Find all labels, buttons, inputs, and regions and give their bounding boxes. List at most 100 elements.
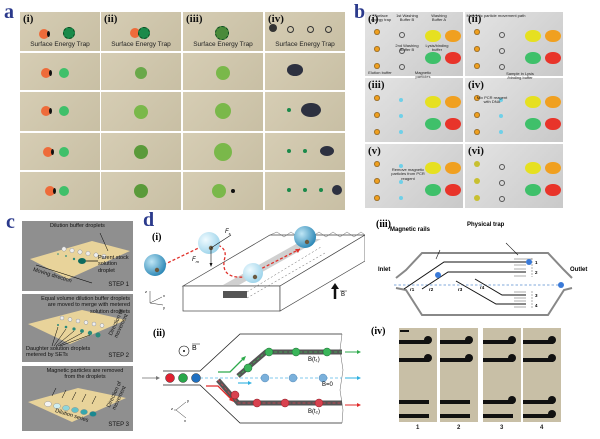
panel-letter-c: c [6, 211, 15, 233]
roman-label: (ii) [104, 13, 118, 25]
droplet [134, 184, 148, 198]
pcr-reagent-droplet [474, 46, 480, 52]
magnetic-rail [523, 400, 553, 404]
frame-number: 3 [500, 425, 504, 431]
droplet [319, 188, 323, 192]
droplet [138, 27, 150, 39]
micrograph-frame [399, 328, 437, 422]
roman-label: (iv) [371, 326, 386, 337]
blue-droplets [260, 373, 328, 383]
particle-sphere [294, 226, 316, 248]
droplet [301, 103, 321, 117]
buffer-droplet [545, 183, 561, 197]
trapped-particle [548, 354, 556, 362]
buffer-droplet [445, 183, 461, 197]
pcr-reagent-droplet [374, 161, 380, 167]
pcr-reagent-droplet [474, 129, 480, 135]
b-field-label: B [341, 292, 346, 298]
trap-spot [399, 196, 403, 200]
particle-sphere [198, 232, 220, 254]
axis-y: y [187, 398, 189, 403]
droplet [39, 29, 49, 39]
panel-d-ii: (ii) B [140, 320, 370, 439]
merge-description: Equal volume dilution buffer droplets ar… [41, 296, 130, 315]
buffer-droplet [445, 117, 461, 131]
buffer-droplet [425, 117, 441, 131]
trap-spot [399, 32, 405, 38]
step-1-frame: Dilution buffer droplets Parent stock so… [22, 221, 133, 291]
step-3-frame: Magnetic particles are removed from the … [22, 366, 133, 431]
pcr-reagent-droplet [474, 29, 480, 35]
panel-a-tile [265, 172, 345, 210]
pcr-reagent-droplet [374, 95, 380, 101]
pcr-reagent-droplet [474, 178, 480, 184]
magnetic-rail [440, 400, 470, 404]
trapped-particle [548, 410, 556, 418]
pcr-reagent-droplet [374, 129, 380, 135]
magnetic-particle [47, 31, 50, 37]
droplet [43, 147, 53, 157]
trap-spot [499, 130, 503, 134]
trapped-particle [548, 396, 556, 404]
panel-a-tile: (iii)Surface Energy Trap [183, 12, 263, 51]
roman-label: (vi) [468, 145, 484, 157]
droplet [303, 149, 307, 153]
panel-a-tile [20, 133, 100, 170]
roman-label: (iii) [368, 79, 385, 91]
buffer-droplet [425, 161, 441, 175]
trap-spot [499, 196, 505, 202]
particle-sphere [243, 263, 263, 283]
physical-traps [514, 258, 533, 308]
droplet [286, 64, 304, 76]
trap-spot [499, 32, 505, 38]
parent-stock-droplet [78, 258, 86, 264]
annotation-label: Lysis/binding buffer [425, 43, 449, 53]
pcr-reagent-droplet [374, 112, 380, 118]
magnetic-particle [51, 149, 54, 155]
trap-spot [499, 48, 505, 54]
roman-label: (iv) [268, 13, 284, 25]
buffer-droplet [525, 51, 541, 65]
roman-label: (ii) [153, 328, 166, 339]
trapped-particle [548, 336, 556, 344]
trap-spot [399, 130, 403, 134]
slab-side [279, 234, 365, 312]
annotation-label: Remove magnetic particles from PCR reage… [391, 167, 425, 181]
droplet [215, 103, 231, 119]
magnetic-rail [440, 414, 470, 418]
buffer-droplet [545, 95, 561, 109]
rail-label-r4: r4 [480, 285, 485, 290]
panel-b-tile: (i) [365, 12, 463, 76]
droplet [59, 68, 69, 78]
panel-a-tile [183, 53, 263, 90]
micrograph-frame [440, 328, 478, 422]
magnetic-rail [523, 358, 553, 362]
fs-vector [210, 234, 232, 249]
trap-spot [499, 114, 503, 118]
magnetic-rails [403, 261, 526, 305]
pcr-reagent-droplet [474, 195, 480, 201]
frame-number: 4 [540, 425, 544, 431]
buffer-droplet [445, 29, 461, 43]
droplet [216, 66, 230, 80]
axis-z: z [171, 406, 173, 411]
trap-spot [399, 164, 403, 168]
pcr-reagent-droplet [374, 178, 380, 184]
buffer-droplet [525, 183, 541, 197]
axis-x: x [184, 418, 186, 423]
red-droplets [230, 390, 324, 408]
trapped-particle [508, 336, 516, 344]
trap-spot [399, 98, 403, 102]
magnetic-rail [483, 400, 513, 404]
panel-a-tile: (iv)Surface Energy Trap [265, 12, 345, 51]
droplet [59, 147, 69, 157]
frame-number: 2 [457, 425, 461, 431]
droplet [130, 28, 140, 38]
panel-a-tile [183, 133, 263, 170]
pcr-reagent-droplet [374, 195, 380, 201]
green-droplet [178, 373, 188, 383]
magnetic-rail [399, 340, 429, 344]
buffer-droplet [445, 161, 461, 175]
micrograph-frame [483, 328, 521, 422]
pcr-reagent-droplet [474, 161, 480, 167]
